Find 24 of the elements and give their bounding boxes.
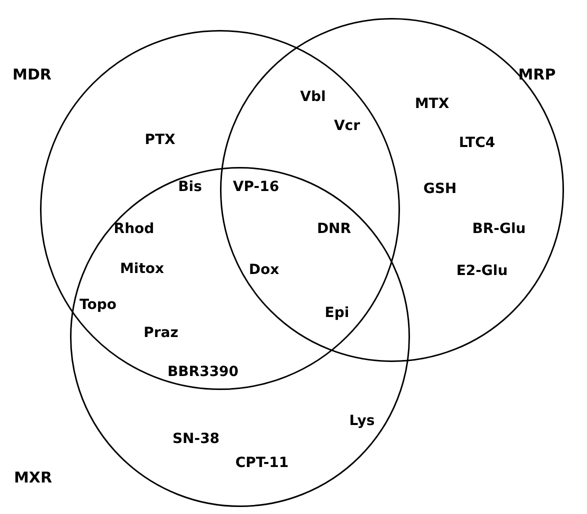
drug-label: Bis bbox=[178, 180, 202, 194]
drug-label: GSH bbox=[423, 182, 457, 196]
drug-label: BBR3390 bbox=[167, 365, 239, 379]
drug-label: Vcr bbox=[334, 119, 360, 133]
drug-label: CPT-11 bbox=[235, 456, 289, 470]
drug-label: LTC4 bbox=[458, 136, 496, 150]
set-label: MXR bbox=[14, 470, 52, 486]
drug-label: Dox bbox=[248, 263, 280, 277]
drug-label: VP-16 bbox=[232, 180, 280, 194]
drug-label: E2-Glu bbox=[456, 264, 508, 278]
drug-label: Epi bbox=[324, 306, 350, 320]
drug-label: Lys bbox=[349, 414, 375, 428]
drug-label: Topo bbox=[80, 298, 116, 312]
drug-label: DNR bbox=[316, 222, 352, 236]
set-label: MRP bbox=[518, 68, 556, 82]
drug-label: Praz bbox=[144, 326, 178, 340]
set-label: MDR bbox=[12, 68, 52, 82]
drug-label: SN-38 bbox=[172, 432, 220, 446]
drug-label: Mitox bbox=[120, 262, 164, 276]
drug-label: MTX bbox=[414, 97, 450, 111]
drug-label: BR-Glu bbox=[472, 222, 526, 236]
drug-label: Vbl bbox=[300, 90, 326, 104]
drug-label: PTX bbox=[144, 133, 176, 147]
drug-label: Rhod bbox=[114, 222, 154, 236]
